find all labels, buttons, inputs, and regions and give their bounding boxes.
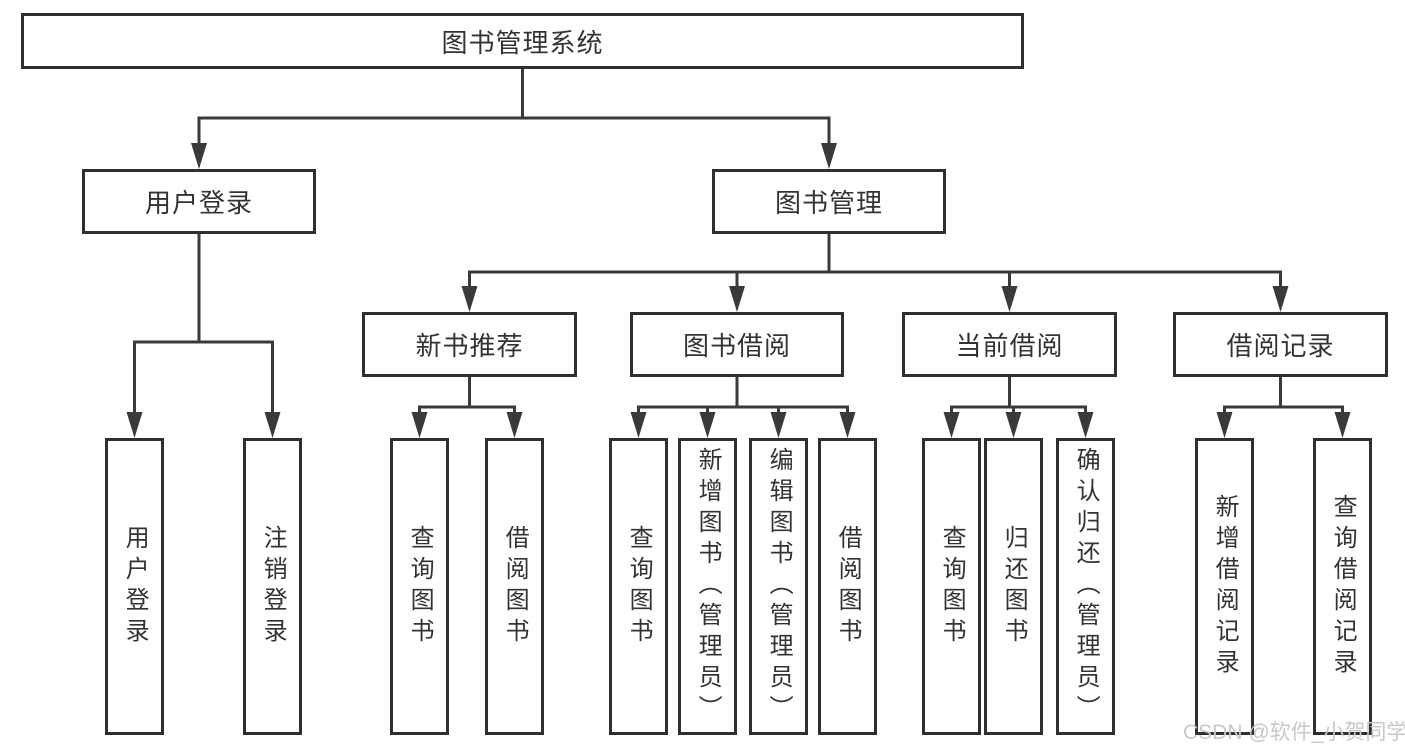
arrow-icon xyxy=(699,412,716,438)
node-leaf-query-books-2: 查询图书 xyxy=(609,438,668,735)
arrow-icon xyxy=(770,412,787,438)
node-new-books-label: 新书推荐 xyxy=(415,331,524,361)
arrow-icon xyxy=(461,286,478,312)
leaf-label: 新增图书（管理员） xyxy=(694,447,722,726)
arrow-icon xyxy=(1272,286,1289,312)
arrow-icon xyxy=(264,412,281,438)
connector-current-branch xyxy=(950,377,1087,416)
connector-book-mgmt-branch xyxy=(468,234,1282,290)
node-root: 图书管理系统 xyxy=(21,13,1024,69)
arrow-icon xyxy=(506,412,523,438)
node-leaf-borrow-books-2: 借阅图书 xyxy=(818,438,877,735)
node-leaf-add-borrow-record: 新增借阅记录 xyxy=(1195,438,1254,735)
node-records: 借阅记录 xyxy=(1173,312,1388,377)
node-current-label: 当前借阅 xyxy=(955,331,1064,361)
node-user-login-label: 用户登录 xyxy=(144,188,253,218)
connector-new-books-branch xyxy=(418,377,516,416)
node-leaf-query-borrow-record: 查询借阅记录 xyxy=(1313,438,1372,735)
node-leaf-query-books-1: 查询图书 xyxy=(390,438,449,735)
connector-root-to-level2 xyxy=(197,68,831,146)
node-leaf-confirm-return-admin: 确认归还（管理员） xyxy=(1056,438,1115,735)
node-leaf-logout: 注销登录 xyxy=(243,438,302,735)
arrow-icon xyxy=(630,412,647,438)
arrow-icon xyxy=(1005,412,1022,438)
node-borrow: 图书借阅 xyxy=(630,312,844,377)
connector-user-login-branch xyxy=(133,234,274,416)
arrow-icon xyxy=(1216,412,1233,438)
arrow-icon xyxy=(411,412,428,438)
node-leaf-query-books-3: 查询图书 xyxy=(922,438,981,735)
node-leaf-add-books-admin: 新增图书（管理员） xyxy=(678,438,737,735)
arrow-icon xyxy=(1001,286,1018,312)
arrow-icon xyxy=(943,412,960,438)
leaf-label: 查询借阅记录 xyxy=(1329,493,1357,680)
arrow-icon xyxy=(1077,412,1094,438)
leaf-label: 查询图书 xyxy=(625,524,653,649)
leaf-label: 借阅图书 xyxy=(834,524,862,649)
node-leaf-edit-books-admin: 编辑图书（管理员） xyxy=(749,438,808,735)
leaf-label: 借阅图书 xyxy=(501,524,529,649)
leaf-label: 归还图书 xyxy=(1000,524,1028,649)
arrow-icon xyxy=(839,412,856,438)
leaf-label: 注销登录 xyxy=(259,524,287,649)
arrow-icon xyxy=(1334,412,1351,438)
node-user-login: 用户登录 xyxy=(82,169,316,234)
connector-borrow-branch xyxy=(637,377,849,416)
leaf-label: 新增借阅记录 xyxy=(1211,493,1239,680)
node-book-mgmt-label: 图书管理 xyxy=(774,188,883,218)
leaf-label: 查询图书 xyxy=(406,524,434,649)
arrow-icon xyxy=(729,286,745,312)
node-root-label: 图书管理系统 xyxy=(441,27,604,58)
node-leaf-return-books: 归还图书 xyxy=(984,438,1043,735)
arrow-icon xyxy=(821,143,837,169)
node-current: 当前借阅 xyxy=(902,312,1117,377)
node-borrow-label: 图书借阅 xyxy=(682,331,791,361)
watermark: CSDN @软件_小贺同学 xyxy=(1183,721,1405,744)
leaf-label: 用户登录 xyxy=(121,524,149,649)
node-records-label: 借阅记录 xyxy=(1226,331,1335,361)
node-leaf-borrow-books-1: 借阅图书 xyxy=(485,438,544,735)
node-leaf-user-login: 用户登录 xyxy=(105,438,164,735)
arrowheads xyxy=(126,143,1351,438)
connector-records-branch xyxy=(1223,377,1344,416)
leaf-label: 查询图书 xyxy=(938,524,966,649)
arrow-icon xyxy=(191,143,207,169)
leaf-label: 确认归还（管理员） xyxy=(1072,447,1100,726)
leaf-label: 编辑图书（管理员） xyxy=(765,447,793,726)
node-new-books: 新书推荐 xyxy=(362,312,577,377)
node-book-mgmt: 图书管理 xyxy=(712,169,946,234)
arrow-icon xyxy=(126,412,143,438)
